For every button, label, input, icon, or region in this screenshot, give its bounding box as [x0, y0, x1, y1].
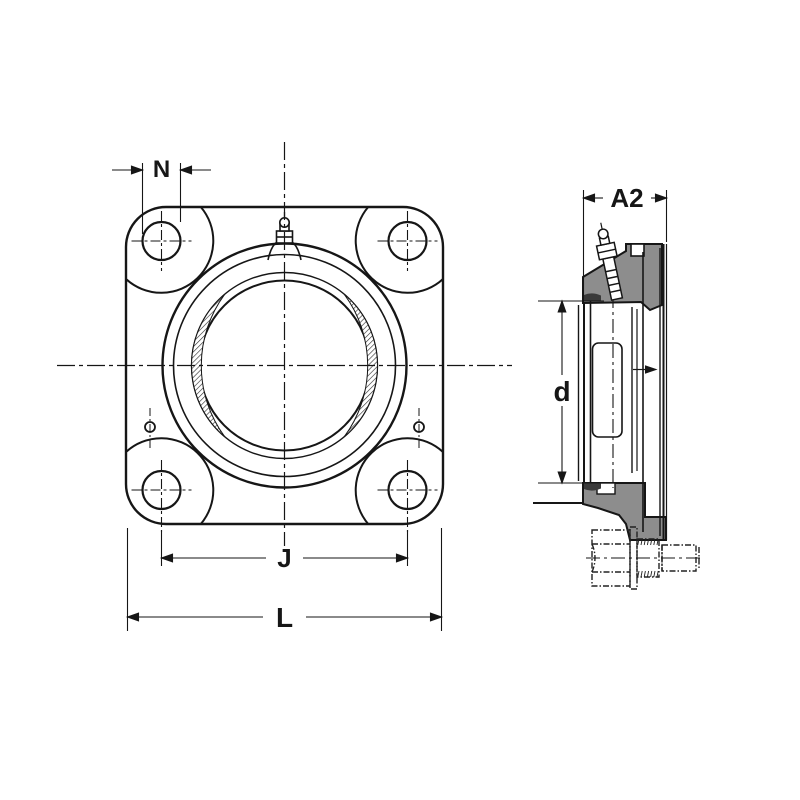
- arrowhead: [159, 553, 174, 563]
- fitting-thread: [608, 282, 620, 287]
- dimension-d: [538, 299, 604, 485]
- pointer-arrowhead: [645, 365, 658, 374]
- lobe-arc-bottom-left: [125, 437, 215, 525]
- section-top-notch: [630, 243, 645, 257]
- seat-crescent-right: [343, 293, 378, 438]
- arrowhead: [178, 165, 193, 175]
- label-L: L: [276, 602, 293, 633]
- seat-crescent-left: [191, 293, 226, 438]
- arrowhead: [125, 612, 140, 622]
- fitting-thread: [606, 275, 618, 280]
- bolt-hole-bottom-right: [387, 469, 428, 511]
- dimension-L: [125, 528, 444, 631]
- label-J: J: [277, 543, 291, 573]
- dimension-A2: [581, 190, 669, 300]
- label-d: d: [553, 376, 570, 407]
- front-view: [57, 142, 512, 546]
- bolt-hole-top-left: [141, 220, 182, 262]
- inner-ring-collar: [591, 342, 623, 438]
- dimension-N: [112, 163, 211, 234]
- fitting-thread: [605, 268, 617, 273]
- seal-bottom: [584, 483, 601, 491]
- fitting-tip: [600, 222, 603, 229]
- label-A2: A2: [610, 183, 643, 213]
- bolt-hole-bottom-left: [141, 469, 182, 511]
- dimension-J: [159, 530, 410, 566]
- lobe-arc-bottom-right: [354, 437, 444, 525]
- bolt-hole-centerlines: [131, 211, 438, 532]
- lobe-arc-top-left: [125, 206, 215, 294]
- seal-top: [584, 293, 601, 301]
- grease-fitting-side: [595, 222, 624, 302]
- arrowhead: [395, 553, 410, 563]
- arrowhead: [130, 165, 145, 175]
- arrowhead: [557, 471, 567, 485]
- fitting-ball: [597, 228, 609, 240]
- arrowhead: [654, 193, 669, 203]
- arrowhead: [581, 193, 596, 203]
- bolt-hole-top-right: [387, 220, 428, 262]
- arrowhead: [557, 299, 567, 313]
- side-view: [533, 222, 703, 590]
- arrowhead: [429, 612, 444, 622]
- fitting-hex-line: [597, 248, 616, 254]
- bolt-thread-ticks: [637, 538, 659, 578]
- label-N: N: [153, 156, 170, 183]
- lobe-arc-top-right: [354, 206, 444, 294]
- fitting-thread: [609, 289, 621, 294]
- section-bottom: [582, 482, 667, 541]
